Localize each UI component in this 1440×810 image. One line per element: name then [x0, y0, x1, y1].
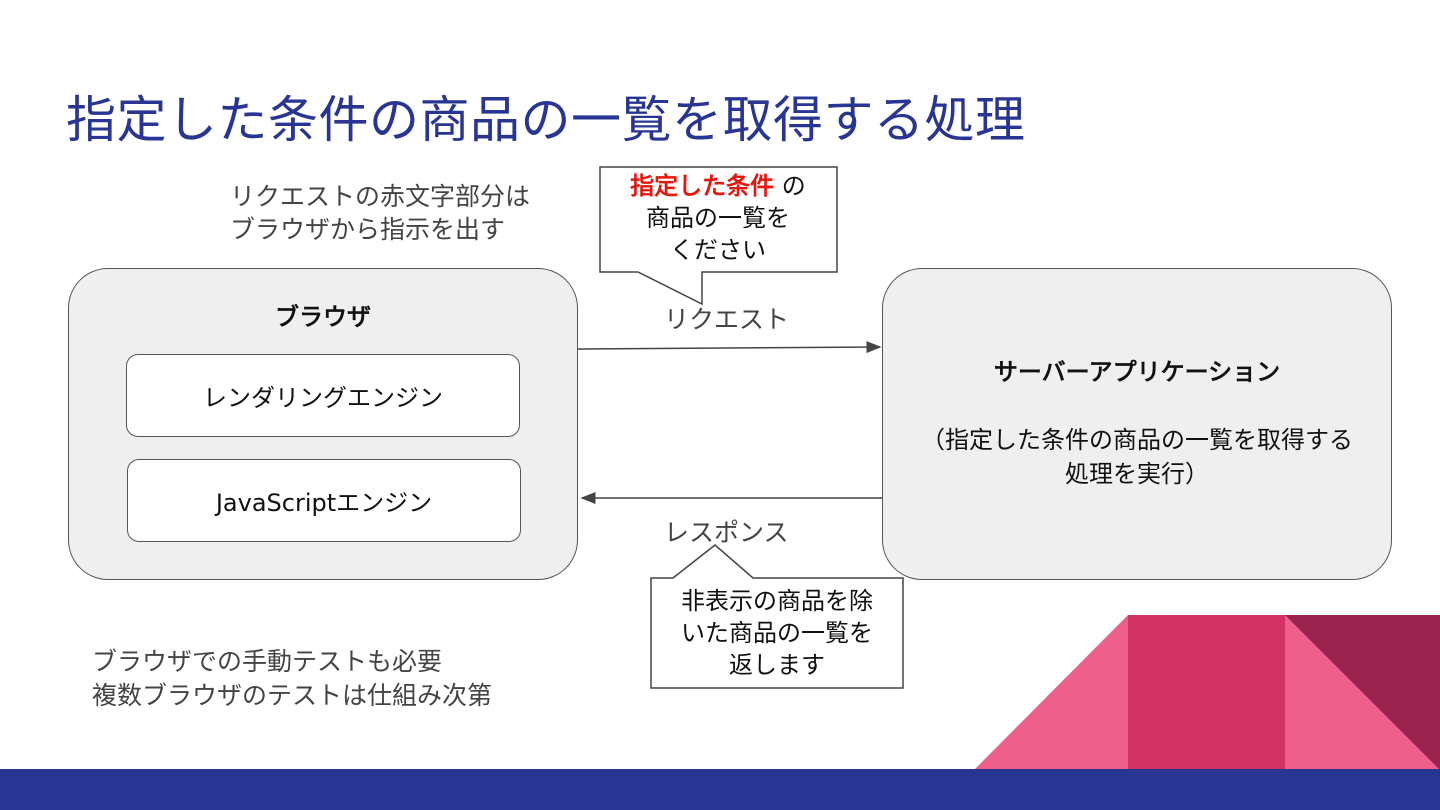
browser-label: ブラウザ: [275, 303, 371, 331]
javascript-engine-box: JavaScriptエンジン: [127, 459, 521, 542]
request-highlight-text: 指定した条件: [630, 172, 775, 200]
deco-triangle-dark: [1285, 615, 1440, 770]
javascript-engine-label: JavaScriptエンジン: [215, 489, 433, 517]
response-callout-line-2: いた商品の一覧を: [681, 619, 873, 647]
server-description: （指定した条件の商品の一覧を取得する処理を実行）: [921, 426, 1353, 488]
note-top: リクエストの赤文字部分は ブラウザから指示を出す: [230, 180, 530, 246]
request-callout-line-1-rest: の: [774, 172, 806, 200]
note-top-line-1: リクエストの赤文字部分は: [230, 182, 531, 211]
server-label: サーバーアプリケーション: [993, 358, 1281, 386]
server-box: [882, 268, 1392, 580]
rendering-engine-box: レンダリングエンジン: [126, 354, 520, 437]
note-top-line-2: ブラウザから指示を出す: [230, 215, 506, 244]
request-callout-line-2: 商品の一覧を: [646, 204, 790, 232]
request-label: リクエスト: [664, 305, 790, 334]
request-callout-text: 指定した条件 の 商品の一覧を ください: [600, 170, 836, 266]
page-title: 指定した条件の商品の一覧を取得する処理: [66, 91, 1026, 149]
rendering-engine-label: レンダリングエンジン: [203, 384, 443, 412]
response-label: レスポンス: [664, 518, 789, 547]
note-bottom: ブラウザでの手動テストも必要 複数ブラウザのテストは仕組み次第: [92, 645, 492, 713]
deco-block-mid: [1128, 615, 1285, 770]
note-bottom-line-2: 複数ブラウザのテストは仕組み次第: [92, 681, 493, 710]
deco-triangle-light: [974, 615, 1128, 770]
request-callout-line-3: ください: [670, 236, 766, 264]
response-callout-text: 非表示の商品を除 いた商品の一覧を 返します: [651, 585, 903, 681]
response-callout-line-3: 返します: [729, 651, 825, 679]
footer-bar: [0, 769, 1440, 810]
request-arrow: [577, 341, 882, 354]
server-text: サーバーアプリケーション （指定した条件の商品の一覧を取得する処理を実行）: [882, 355, 1392, 491]
response-callout-line-1: 非表示の商品を除: [681, 587, 873, 615]
request-callout-bubble: [599, 166, 838, 306]
note-bottom-line-1: ブラウザでの手動テストも必要: [92, 647, 443, 676]
response-callout-bubble: [650, 544, 904, 689]
